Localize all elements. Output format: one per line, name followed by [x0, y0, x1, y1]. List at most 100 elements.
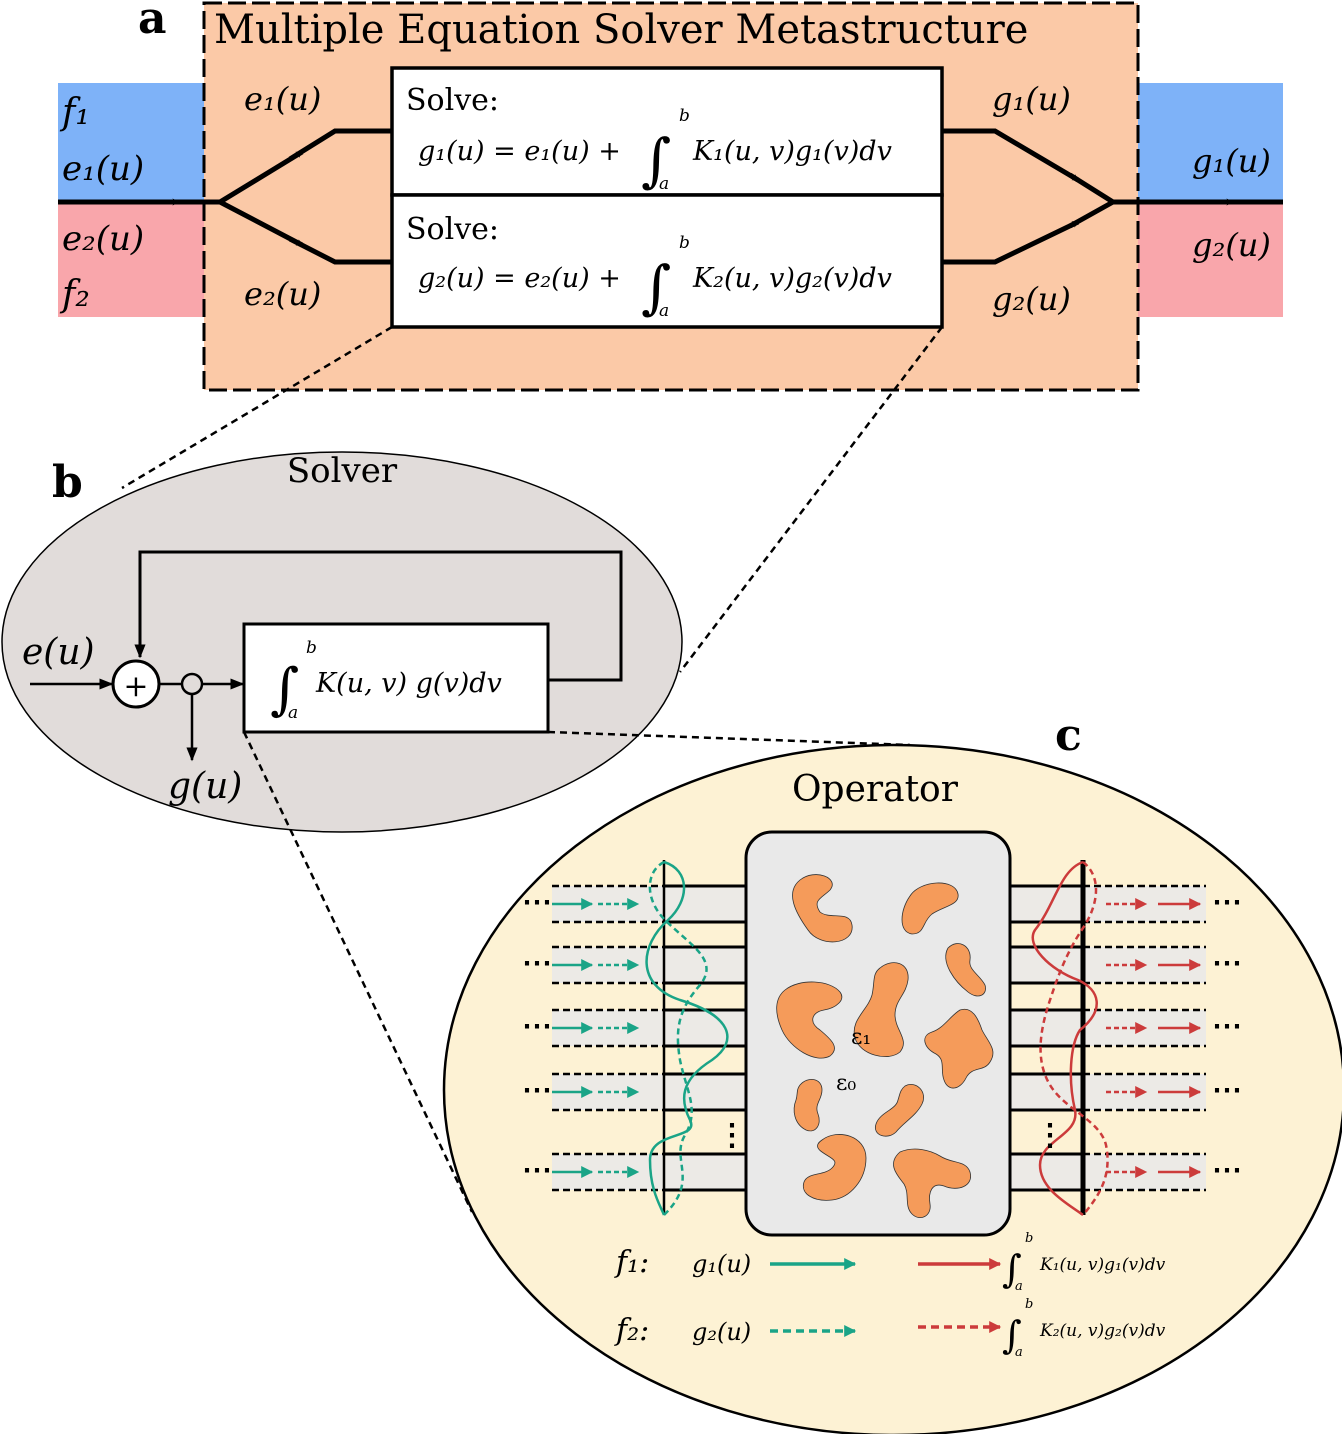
solve-box-1-integrand: K₁(u, v)g₁(v)dv — [692, 136, 892, 167]
inclusion-blob — [893, 1148, 972, 1218]
legend-f1-upper: b — [1025, 1231, 1033, 1246]
zoom-line-a-b-left — [121, 325, 393, 490]
branch-g1-label: g₁(u) — [992, 80, 1071, 118]
split-arrow-top — [218, 149, 304, 205]
zoom-line-b-c-top — [547, 730, 911, 747]
panel-label-a: a — [138, 0, 167, 44]
integral-sign: ∫ — [641, 126, 671, 194]
output-wave-f2 — [1039, 861, 1109, 1216]
zoom-line-b-c-bottom — [242, 731, 474, 1213]
summing-junction-plus: + — [123, 669, 148, 704]
legend-f1-output: K₁(u, v)g₁(v)dv — [1039, 1255, 1166, 1275]
inclusion-blob — [901, 882, 959, 935]
ellipsis-left: ⋯ — [522, 885, 552, 920]
input-wave-f1 — [645, 860, 729, 1216]
split-wire-top — [288, 128, 392, 162]
integral-upper-limit: b — [679, 106, 690, 126]
solve-box-1: Solve: g₁(u) = e₁(u) + ∫ b a K₁(u, v)g₁(… — [390, 66, 944, 197]
merge-wire-top — [1068, 172, 1115, 205]
merge-arrow-top — [942, 128, 1080, 183]
solver-output-label: g(u) — [168, 766, 242, 807]
panel-label-c: c — [1055, 710, 1082, 761]
split-wire-bottom — [288, 236, 392, 265]
solve-box-1-lhs: g₁(u) = e₁(u) + — [418, 136, 621, 167]
inclusion-blob — [793, 1079, 823, 1132]
panel-b: b Solver e(u) + g(u) ∫ b a K(u, v) g(v)d… — [1, 451, 683, 833]
inclusion-blob — [874, 1084, 924, 1137]
inclusion-blob — [802, 1134, 867, 1201]
ellipsis-right: ⋯ — [1212, 946, 1242, 981]
operator-title: Operator — [792, 769, 959, 810]
legend-f2-output: K₂(u, v)g₂(v)dv — [1039, 1321, 1166, 1341]
integral-lower-limit: a — [288, 703, 298, 723]
ellipsis-right: ⋯ — [1212, 1153, 1242, 1188]
solver-title: Solver — [287, 451, 398, 491]
panel-c: c Operator ε₁ ε₀ ⋯ ⋯ ⋯ ⋯ ⋯ ⋯ ⋯ ⋯ ⋯ ⋯ ⋮ — [442, 710, 1342, 1434]
vdots-left: ⋮ — [717, 1118, 747, 1153]
ellipsis-left: ⋯ — [522, 1073, 552, 1108]
metastructure-title: Multiple Equation Solver Metastructure — [214, 7, 1028, 53]
epsilon-1-label: ε₁ — [851, 1025, 871, 1050]
right-band-g1 — [1138, 83, 1283, 200]
inclusion-blob — [853, 962, 909, 1057]
merge-arrow-bottom — [942, 219, 1080, 265]
channel-arrows: ⋯ ⋯ ⋯ ⋯ ⋯ ⋯ ⋯ ⋯ ⋯ ⋯ — [522, 885, 1242, 1188]
inclusion-blob — [924, 1008, 994, 1089]
operator-integrand: K(u, v) g(v)dv — [315, 668, 502, 699]
branch-e1-label: e₁(u) — [244, 80, 321, 118]
solve-box-2-integrand: K₂(u, v)g₂(v)dv — [692, 263, 892, 294]
solve-box-1-frame — [390, 66, 944, 197]
left-band-f1 — [58, 83, 204, 200]
left-band-f1-label: f₁ — [59, 92, 90, 133]
panel-label-b: b — [52, 457, 83, 508]
branch-e2-label: e₂(u) — [244, 275, 321, 313]
legend-f2-label: f₂: — [614, 1313, 649, 1348]
integral-sign: ∫ — [270, 657, 299, 722]
left-band-f2-label: f₂ — [59, 274, 90, 315]
left-band-f2 — [58, 200, 204, 317]
integral-sign: ∫ — [1002, 1247, 1022, 1291]
inclusion-blob — [945, 943, 986, 997]
feedback-loop — [134, 550, 623, 682]
legend-f2-lower: a — [1015, 1345, 1023, 1360]
solve-box-1-label: Solve: — [406, 83, 499, 118]
right-band-g2 — [1138, 200, 1283, 317]
ellipsis-left: ⋯ — [522, 1009, 552, 1044]
legend-f1-input: g₁(u) — [692, 1250, 751, 1278]
integral-lower-limit: a — [659, 301, 669, 321]
panel-a: a Multiple Equation Solver Metastructure… — [58, 0, 1283, 392]
branch-g2-label: g₂(u) — [992, 280, 1071, 318]
ellipsis-left: ⋯ — [522, 1153, 552, 1188]
solve-box-2: Solve: g₂(u) = e₂(u) + ∫ b a K₂(u, v)g₂(… — [390, 193, 944, 329]
solver-input-label: e(u) — [22, 632, 95, 673]
legend: f₁: g₁(u) ∫ b a K₁(u, v)g₁(v)dv f₂: g₂(u… — [614, 1231, 1166, 1360]
solve-box-2-label: Solve: — [406, 212, 499, 247]
merge-wire-bottom — [1068, 199, 1115, 229]
ellipsis-right: ⋯ — [1212, 1009, 1242, 1044]
ellipsis-right: ⋯ — [1212, 885, 1242, 920]
left-band-e2-label: e₂(u) — [62, 219, 144, 259]
legend-f2-upper: b — [1025, 1297, 1033, 1312]
split-arrow-bottom — [218, 199, 304, 248]
inclusion-blobs — [776, 874, 994, 1218]
solve-box-2-lhs: g₂(u) = e₂(u) + — [418, 263, 621, 294]
left-band-e1-label: e₁(u) — [62, 149, 144, 189]
legend-f2-input: g₂(u) — [692, 1318, 751, 1346]
legend-f1-lower: a — [1015, 1279, 1023, 1294]
integral-sign: ∫ — [641, 253, 671, 321]
integral-upper-limit: b — [306, 638, 317, 658]
inclusion-blob — [792, 874, 853, 943]
solve-box-2-frame — [390, 193, 944, 329]
output-wave-f1 — [1031, 860, 1098, 1216]
integral-upper-limit: b — [679, 233, 690, 253]
input-wave-f2 — [648, 860, 708, 1216]
epsilon-0-label: ε₀ — [836, 1071, 856, 1096]
right-band-g2-label: g₂(u) — [1192, 226, 1271, 264]
integral-sign: ∫ — [1002, 1313, 1022, 1357]
operator-box — [242, 622, 550, 734]
ellipsis-right: ⋯ — [1212, 1073, 1242, 1108]
integral-lower-limit: a — [659, 174, 669, 194]
ellipsis-left: ⋯ — [522, 946, 552, 981]
vdots-right: ⋮ — [1035, 1118, 1065, 1153]
